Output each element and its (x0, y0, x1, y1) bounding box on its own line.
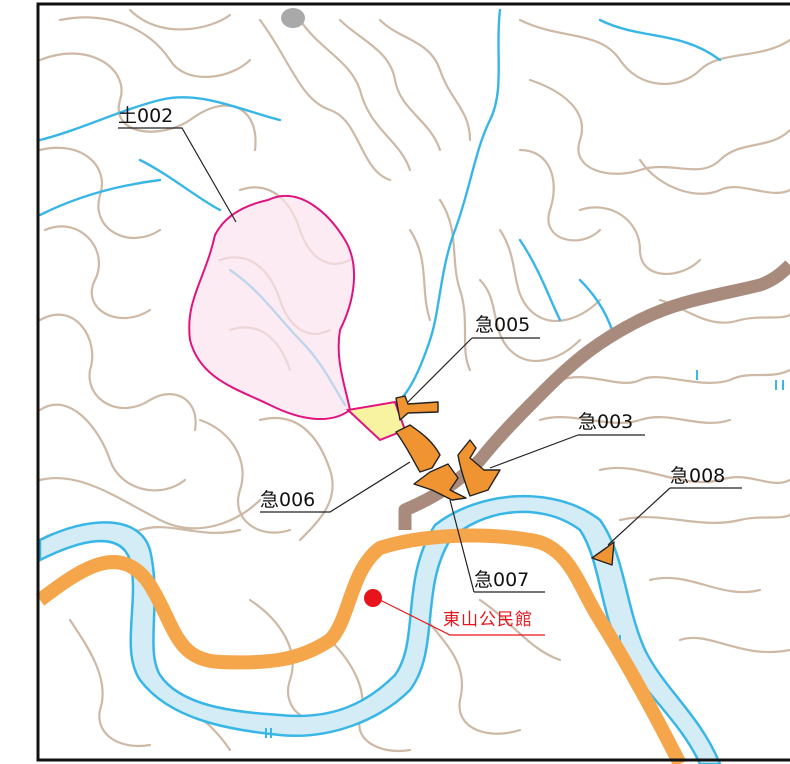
slope-zone-kyu008[interactable] (591, 541, 615, 566)
river-area (38, 495, 722, 764)
label-zone-kyu003: 急003 (578, 411, 634, 433)
main-road (35, 528, 687, 764)
slope-zone-kyu003[interactable] (457, 439, 501, 497)
label-zone-kyu006: 急006 (260, 489, 316, 511)
label-community-center: 東山公民館 (443, 610, 533, 630)
slope-zone-kyu005[interactable] (395, 395, 439, 421)
steep-slope-zones[interactable] (395, 395, 615, 566)
leader-lines (118, 127, 742, 636)
map-frame (36, 2, 790, 762)
community-center-marker[interactable] (364, 589, 382, 607)
label-zone-do002: 土002 (118, 105, 174, 127)
label-zone-kyu005: 急005 (475, 314, 531, 336)
slope-zone-kyu006[interactable] (395, 424, 441, 473)
slope-zone-kyu007-a[interactable] (413, 463, 467, 501)
settlement-symbol (281, 8, 305, 28)
label-zone-kyu007: 急007 (474, 569, 530, 591)
debris-flow-zone-do002[interactable] (188, 194, 356, 421)
label-zone-kyu008: 急008 (670, 465, 726, 487)
